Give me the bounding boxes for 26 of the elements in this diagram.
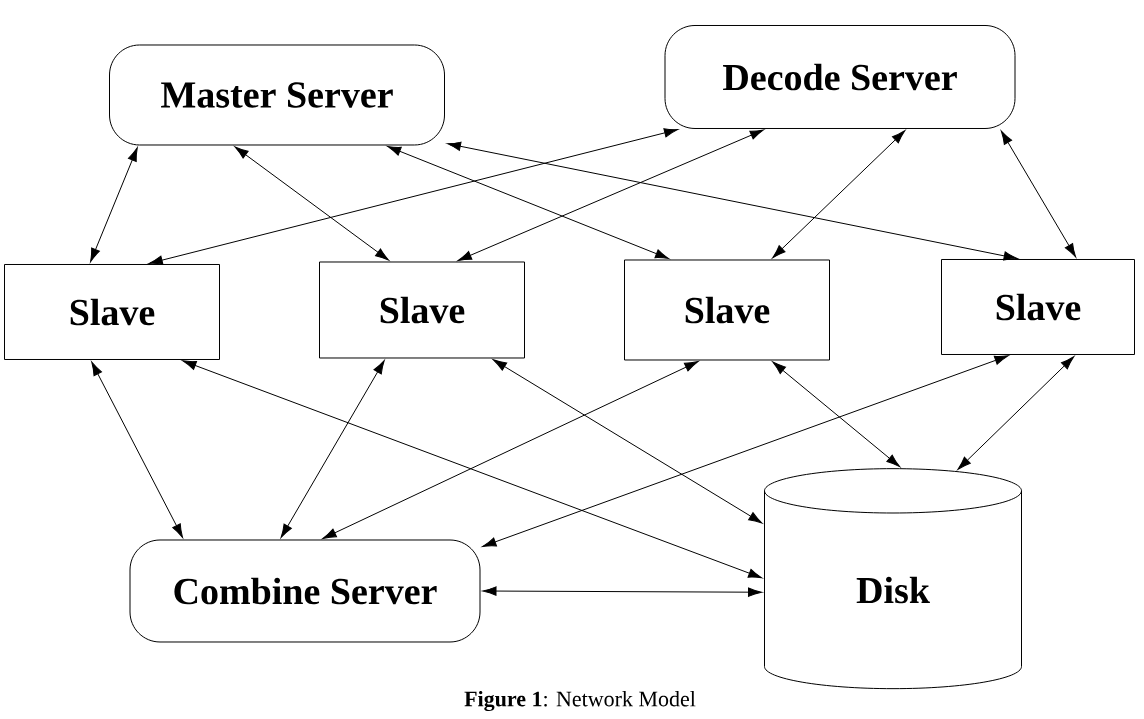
arrow (148, 128, 679, 265)
slave-box: Slave (941, 259, 1135, 355)
arrow (280, 360, 385, 538)
slave-box: Slave (624, 259, 830, 361)
server-box: Decode Server (664, 25, 1016, 129)
arrow (387, 145, 670, 260)
arrow (492, 359, 763, 524)
server-box: Master Server (109, 44, 445, 146)
arrow (322, 361, 699, 539)
arrow (446, 141, 1018, 261)
server-box: Combine Server (129, 539, 481, 643)
caption: Figure 1: Network Model (464, 690, 696, 712)
slave-box: Slave (4, 264, 220, 360)
arrow (1000, 130, 1077, 258)
arrow (772, 361, 901, 468)
arrow (482, 355, 1009, 547)
slave-box: Slave (319, 261, 525, 359)
arrow (182, 360, 763, 579)
arrow (90, 147, 138, 263)
arrow (482, 586, 763, 597)
arrow (772, 130, 906, 259)
arrow (957, 356, 1075, 470)
arrow (234, 146, 390, 261)
arrow (457, 129, 764, 262)
arrow (91, 361, 183, 538)
disk-cylinder: Disk (764, 468, 1022, 690)
